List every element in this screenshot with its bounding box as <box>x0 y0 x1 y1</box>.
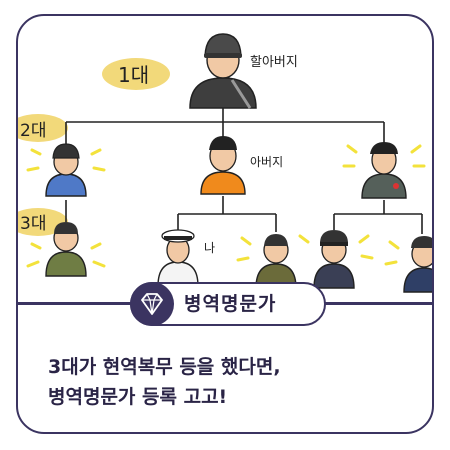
gen3-left-figure <box>45 222 87 277</box>
gen2-highlight <box>18 114 68 142</box>
gen1-highlight <box>102 58 170 90</box>
gen2-label: 2대 <box>20 121 46 141</box>
caption-line-2: 병역명문가 등록 고고! <box>48 386 228 408</box>
father-figure <box>200 136 246 195</box>
badge-label: 병역명문가 <box>184 293 277 315</box>
gen2-left-figure <box>45 143 87 197</box>
caption-text: 3대가 현역복무 등을 했다면, 병역명문가 등록 고고! <box>48 352 418 412</box>
family-tree-illustration: 1대 2대 3대 할아버지 <box>18 33 432 293</box>
father-label: 아버지 <box>250 155 283 169</box>
spark-group <box>26 148 106 172</box>
category-badge: 병역명문가 <box>130 282 326 326</box>
cousin-police-figure <box>313 230 355 289</box>
grandfather-label: 할아버지 <box>250 55 298 70</box>
me-label: 나 <box>204 241 215 255</box>
gen2-right-figure <box>361 142 407 199</box>
grandfather-figure <box>189 33 257 109</box>
gen1-label: 1대 <box>118 63 149 87</box>
gen3-label: 3대 <box>20 214 46 234</box>
card-frame: 1대 2대 3대 할아버지 <box>16 14 434 434</box>
cousin-figure <box>255 234 297 289</box>
caption-line-1: 3대가 현역복무 등을 했다면, <box>48 356 281 378</box>
me-figure <box>157 229 199 287</box>
cousin-navy-figure <box>403 236 432 293</box>
diamond-icon <box>130 282 174 326</box>
